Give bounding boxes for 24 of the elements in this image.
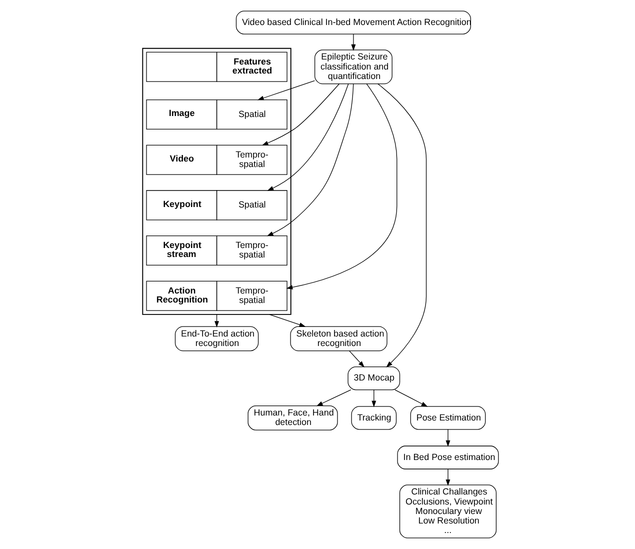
node-box: Skeleton based action recognition [290,326,387,352]
cluster [142,48,291,315]
arrow [350,34,356,51]
arrow [261,84,339,146]
node-box: End-To-End action recognition [174,326,258,352]
arrow [371,390,376,408]
arrow [348,350,364,368]
node-box: 3D Mocap [347,366,400,390]
node-box: Pose Estimation [410,406,486,430]
arrow [268,314,306,327]
arrow [445,468,450,486]
arrow [445,429,450,447]
node-box: Tracking [350,406,396,430]
node-box: Human, Face, Hand detection [247,405,338,430]
arrow [266,84,354,236]
arrow [286,84,397,290]
arrow [316,390,351,406]
node-box: In Bed Pose estimation [396,446,498,470]
node-box: Epileptic Seizure classification and quantification [314,50,392,84]
arrow [256,80,314,100]
arrow [266,84,348,191]
arrow [394,390,428,407]
arrow [377,84,426,368]
node-box: Clinical Challanges Occlusions, Viewpoint Monoculary view Low Resolution ... [398,484,496,538]
